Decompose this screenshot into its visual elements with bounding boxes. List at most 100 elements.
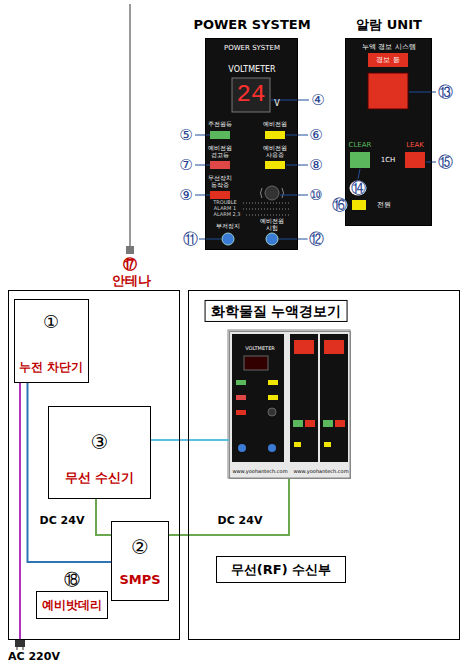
mini-panel-face — [320, 334, 348, 462]
indicator-label: 예비전원 — [263, 121, 287, 128]
meter-label: VOLTMETER — [245, 346, 275, 352]
part-name: 무선(RF) 수신부 — [231, 563, 331, 578]
callout-number: ⑦ — [178, 158, 193, 173]
callout-number: ⑭ — [350, 181, 367, 196]
mini-panel-face — [236, 410, 246, 415]
indicator-label: 예비전원 경고등 — [205, 145, 235, 158]
leader-line — [195, 165, 210, 166]
mini-panel-face — [236, 395, 246, 400]
mini-panel-face — [268, 395, 278, 400]
mini-panel-face — [324, 442, 331, 447]
signal-wire — [151, 439, 229, 441]
control-enclosure: ①누전 차단기③무선 수신기②SMPS⑱예비밧데리안테나 — [8, 290, 180, 640]
callout-number: ④ — [310, 93, 325, 108]
mini-panel-face — [335, 420, 345, 427]
enclosure-title: 화학물질 누액경보기 — [205, 300, 348, 322]
dc-wire — [169, 479, 289, 535]
ac-power-cord — [15, 640, 25, 647]
indicator-label: 무선장치 동작중 — [205, 175, 235, 188]
leader-line — [286, 135, 308, 136]
power-panel: POWER SYSTEMPOWER SYSTEMVOLTMETER — [205, 38, 298, 250]
edge-label: DC 24V — [216, 515, 265, 528]
ac-power-cord — [17, 647, 18, 650]
supply-label: AC 220V — [8, 651, 60, 664]
callout-number: ⑯ — [331, 198, 348, 213]
part-name: 누전 차단기 — [19, 361, 83, 375]
mini-panel-face — [228, 330, 350, 478]
power-panel-face — [210, 191, 230, 199]
power-panel-face — [232, 78, 270, 112]
mini-panel-face — [268, 408, 276, 416]
power-panel-face — [222, 233, 234, 245]
battery-box: ⑱예비밧데리 — [36, 591, 108, 619]
status-label: ALARM 2,3 — [213, 212, 240, 218]
mini-panel-face — [294, 442, 301, 447]
antenna — [126, 4, 134, 254]
callout-number: ⑬ — [437, 85, 454, 100]
leader-line — [195, 135, 210, 136]
callout-number: ③ — [91, 431, 109, 454]
callout-number: ⑧ — [308, 158, 323, 173]
power-panel-face — [265, 161, 285, 169]
power-panel-face — [261, 188, 284, 198]
alarm-panel-face — [405, 152, 425, 168]
indicator-label: 예비전원 사용중 — [260, 145, 290, 158]
mini-panel-face — [324, 340, 344, 354]
antenna — [126, 246, 134, 254]
alarm-unit-panel: 알람 UNIT누액 경보 시스템 — [345, 38, 432, 226]
power-panel-face — [210, 131, 230, 139]
mini-panel-face — [232, 334, 284, 462]
alarm-panel-face — [345, 38, 432, 226]
mini-panel-face — [268, 444, 276, 452]
leader-line — [358, 169, 360, 179]
mini-panel-face — [244, 356, 268, 370]
indicator-label: 부저정지 — [216, 223, 240, 230]
leader-line — [199, 239, 221, 240]
lamp-label: 경보 등 — [376, 56, 399, 64]
button-label: LEAK — [406, 141, 424, 149]
unit-label: V — [274, 99, 279, 108]
breaker-box: ①누전 차단기 — [14, 299, 89, 383]
power-panel-face — [265, 131, 285, 139]
mini-panel-face — [290, 334, 318, 462]
voltage-reading: 24 — [237, 81, 266, 109]
panel-title: POWER SYSTEM — [224, 44, 280, 52]
ac-power-cord — [19, 382, 21, 640]
rf-receiver-box: 무선(RF) 수신부 — [216, 556, 346, 583]
mini-panel-face — [294, 340, 314, 354]
power-panel-face — [246, 215, 290, 216]
power-panel-face — [205, 38, 298, 250]
indicator-label: 주전원등 — [208, 121, 232, 128]
mini-panel-face — [268, 380, 278, 385]
smps-box: ②SMPS — [111, 521, 169, 601]
website-text: www.yoohantech.com — [232, 469, 287, 475]
leader-line — [280, 195, 308, 196]
dc-wire — [96, 499, 111, 535]
callout-number: ⑨ — [178, 188, 193, 203]
status-label: ALARM 1 — [214, 206, 236, 212]
leader-line — [195, 92, 436, 239]
power-panel-face — [243, 203, 290, 204]
channel-label: 1CH — [381, 156, 396, 164]
callout-number: ② — [131, 536, 149, 559]
alarm-panel-face — [345, 38, 432, 226]
mini-panel: VOLTMETER www.yoohantech.com www.yoohantec… — [229, 331, 351, 479]
callout-number: ⑱ — [64, 571, 80, 589]
antenna-label: 안테나 — [112, 274, 151, 289]
receiver-box: ③무선 수신기 — [48, 406, 151, 499]
power-panel-face — [243, 209, 290, 210]
alarm-panel-face — [368, 73, 408, 109]
part-name: 예비밧데리 — [42, 599, 102, 613]
callout-number: ⑩ — [308, 188, 323, 203]
website-text: www.yoohantech.com — [293, 469, 348, 475]
power-panel-face — [205, 38, 298, 250]
leader-line — [286, 165, 308, 166]
leader-line — [279, 239, 308, 240]
callout-number: ⑮ — [437, 155, 454, 170]
power-panel-face — [266, 233, 278, 245]
panel-heading: POWER SYSTEM — [193, 18, 310, 33]
callout-number: ⑪ — [182, 232, 199, 247]
power-lamp-label: 전원 — [377, 201, 391, 209]
callout-number: ⑫ — [308, 232, 325, 247]
alarm-panel-face — [368, 53, 408, 67]
